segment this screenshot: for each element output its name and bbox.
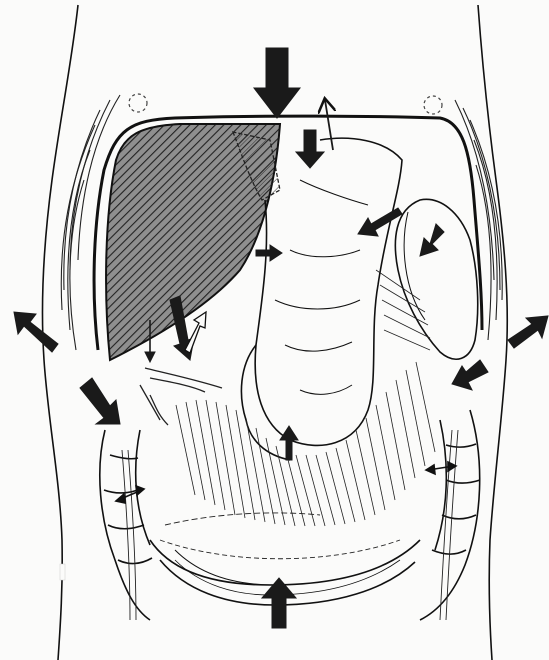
stomach-body-right-arrow [256,245,282,261]
descending-colon [420,410,480,620]
left-lower-inward-arrow [452,360,488,390]
top-center-down-arrow [254,48,300,118]
right-lower-inward-arrow [80,378,120,424]
double-headed-arrows [116,462,456,503]
right-side-outward-arrow [14,312,58,352]
spleen-arrow [420,224,444,256]
ascending-colon [100,430,152,620]
omentum-up-arrow [280,426,298,460]
diaphragm-up-arrow [325,100,333,150]
spleen [395,199,477,359]
stomach-fundus-down-arrow [296,130,324,168]
left-side-outward-arrow [508,316,548,348]
gallbladder [140,368,222,425]
left-upper-inward-arrow [358,208,402,236]
edge-marker [60,564,65,580]
hollow-outline-arrow [185,312,206,353]
